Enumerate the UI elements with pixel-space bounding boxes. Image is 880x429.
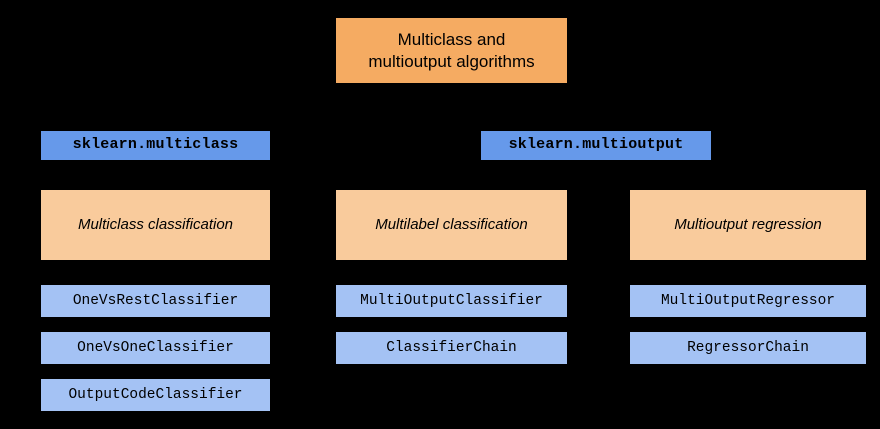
estimator-label-regressorchain: RegressorChain — [687, 339, 809, 356]
estimator-box-classifierchain[interactable]: ClassifierChain — [336, 332, 567, 364]
estimator-label-classifierchain: ClassifierChain — [386, 339, 517, 356]
module-box-sklearn-multioutput[interactable]: sklearn.multioutput — [481, 131, 711, 160]
estimator-box-onevsrestclassifier[interactable]: OneVsRestClassifier — [41, 285, 270, 317]
module-box-sklearn-multiclass[interactable]: sklearn.multiclass — [41, 131, 270, 160]
estimator-label-multioutputclassifier: MultiOutputClassifier — [360, 292, 543, 309]
estimator-box-outputcodeclassifier[interactable]: OutputCodeClassifier — [41, 379, 270, 411]
estimator-label-outputcodeclassifier: OutputCodeClassifier — [68, 386, 243, 403]
category-label-multiclass-classification: Multiclass classification — [77, 215, 234, 233]
diagram-title-box: Multiclass and multioutput algorithms — [336, 18, 567, 83]
estimator-box-multioutputclassifier[interactable]: MultiOutputClassifier — [336, 285, 567, 317]
category-box-multioutput-regression: Multioutput regression — [630, 190, 866, 260]
module-label-sklearn-multiclass: sklearn.multiclass — [72, 136, 239, 154]
estimator-box-multioutputregressor[interactable]: MultiOutputRegressor — [630, 285, 866, 317]
category-label-multilabel-classification: Multilabel classification — [375, 215, 528, 233]
module-label-sklearn-multioutput: sklearn.multioutput — [508, 136, 684, 154]
estimator-label-onevsrestclassifier: OneVsRestClassifier — [72, 292, 239, 309]
estimator-box-onevsoneclassifier[interactable]: OneVsOneClassifier — [41, 332, 270, 364]
estimator-label-multioutputregressor: MultiOutputRegressor — [660, 292, 836, 309]
category-label-multioutput-regression: Multioutput regression — [674, 215, 822, 233]
estimator-box-regressorchain[interactable]: RegressorChain — [630, 332, 866, 364]
diagram-title-label: Multiclass and multioutput algorithms — [368, 30, 535, 71]
category-box-multilabel-classification: Multilabel classification — [336, 190, 567, 260]
category-box-multiclass-classification: Multiclass classification — [41, 190, 270, 260]
estimator-label-onevsoneclassifier: OneVsOneClassifier — [77, 339, 234, 356]
